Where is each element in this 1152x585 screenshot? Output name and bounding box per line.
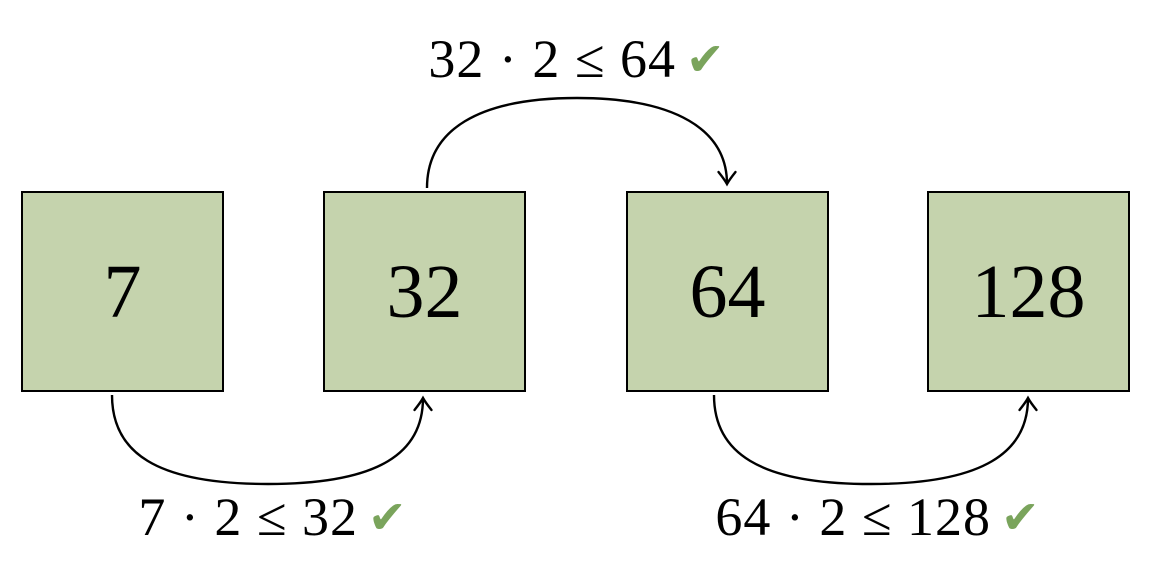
- arrow-label-7-32: 7 · 2 ≤ 32✔: [138, 490, 407, 544]
- arrow-7-to-32: [110, 394, 433, 486]
- arrow-32-to-64: [425, 96, 737, 189]
- node-value: 64: [689, 249, 766, 334]
- node-box-7: 7: [21, 191, 224, 392]
- checkmark-icon: ✔: [368, 490, 408, 544]
- node-value: 128: [971, 249, 1086, 334]
- arrow-label-32-64: 32 · 2 ≤ 64✔: [428, 32, 725, 86]
- node-value: 7: [103, 249, 142, 334]
- inequality-text: 7 · 2 ≤ 32: [138, 487, 359, 547]
- arrow-label-64-128: 64 · 2 ≤ 128✔: [715, 490, 1040, 544]
- node-box-64: 64: [626, 191, 829, 392]
- inequality-text: 64 · 2 ≤ 128: [715, 487, 992, 547]
- checkmark-icon: ✔: [686, 32, 726, 86]
- arrow-64-to-128: [712, 394, 1038, 486]
- inequality-text: 32 · 2 ≤ 64: [428, 29, 677, 89]
- node-box-128: 128: [927, 191, 1130, 392]
- node-value: 32: [386, 249, 463, 334]
- checkmark-icon: ✔: [1001, 490, 1041, 544]
- node-box-32: 32: [323, 191, 526, 392]
